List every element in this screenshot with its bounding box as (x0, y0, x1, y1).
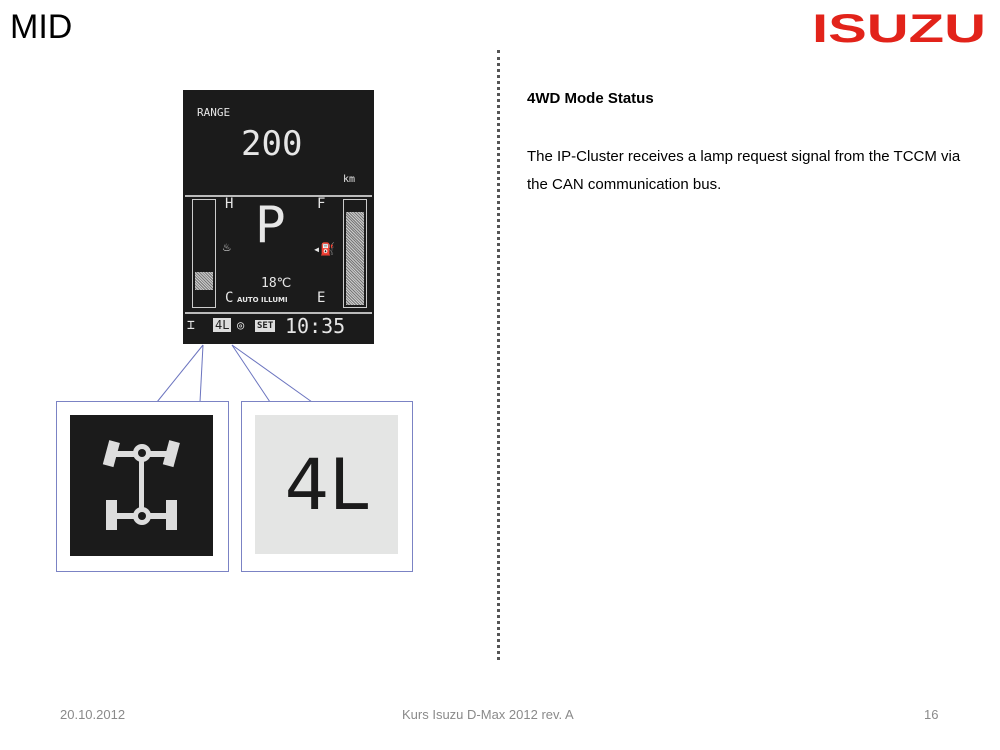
4l-large-indicator: 4L (255, 415, 398, 554)
footer-date: 20.10.2012 (60, 707, 126, 722)
gear-indicator: P (255, 196, 286, 254)
section-body: The IP-Cluster receives a lamp request s… (527, 148, 961, 193)
coolant-icon: ♨ (223, 240, 231, 255)
fuel-empty-label: E (317, 290, 326, 306)
range-unit: km (343, 174, 356, 185)
slide-title: MID (10, 8, 73, 46)
4wd-drivetrain-icon (70, 415, 213, 556)
mid-display: RANGE 200 km H C F E P ♨ ◂⛽ 18℃ AUTO ILL… (183, 90, 374, 344)
callout-4l: 4L (241, 401, 413, 572)
section-heading: 4WD Mode Status (527, 90, 654, 107)
callout-4wd (56, 401, 229, 572)
fuel-full-label: F (317, 196, 326, 212)
footer-course: Kurs Isuzu D-Max 2012 rev. A (402, 707, 574, 722)
range-value: 200 (241, 124, 303, 164)
display-divider (185, 195, 372, 197)
column-divider (497, 50, 500, 660)
set-indicator: SET (255, 320, 276, 332)
temp-gauge (192, 199, 216, 308)
4wd-icon-small: ⌶ (187, 318, 195, 333)
cruise-icon: ◎ (237, 318, 245, 332)
svg-text:ISUZU: ISUZU (812, 12, 986, 44)
4l-indicator: 4L (213, 318, 232, 332)
fuel-gauge (343, 199, 367, 308)
clock: 10:35 (285, 314, 346, 338)
range-label: RANGE (197, 106, 231, 119)
temp-high-label: H (225, 196, 234, 212)
display-divider (185, 312, 372, 314)
auto-illumi: AUTO ILLUMI (237, 296, 288, 304)
fuel-pump-icon: ◂⛽ (313, 242, 336, 256)
footer-page-number: 16 (924, 707, 939, 722)
temp-cold-label: C (225, 290, 234, 306)
outside-temp: 18℃ (261, 276, 292, 291)
isuzu-logo: ISUZU (812, 12, 986, 44)
